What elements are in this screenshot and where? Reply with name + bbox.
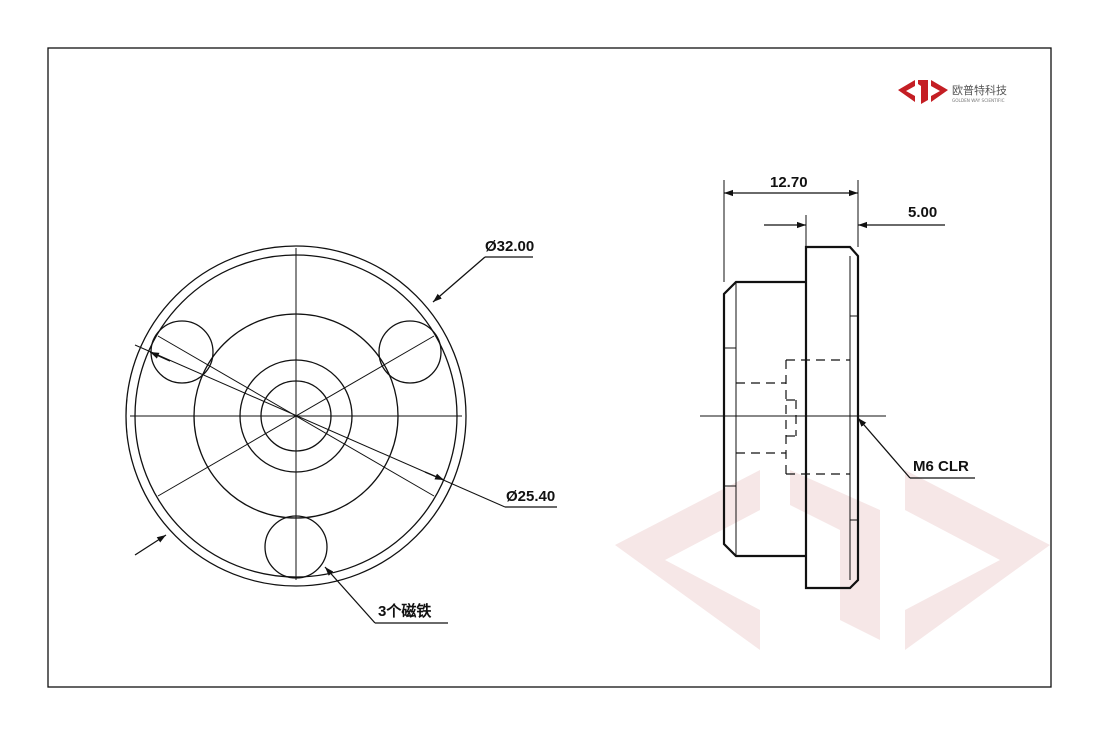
brand-name-cn: 欧普特科技 bbox=[952, 83, 1007, 97]
drawing-frame bbox=[47, 47, 1052, 688]
brand-name-en: GOLDEN WAY SCIENTIFIC bbox=[952, 98, 1005, 103]
hub-outline bbox=[722, 280, 806, 558]
flange-outline bbox=[804, 245, 860, 590]
hole-label: M6 CLR bbox=[913, 458, 969, 475]
total-length-label: 12.70 bbox=[770, 174, 808, 191]
bolt-circle-arrow bbox=[149, 351, 171, 362]
brand-logo: 欧普特科技 GOLDEN WAY SCIENTIFIC bbox=[898, 80, 1007, 104]
side-view: 12.70 5.00 M6 CLR bbox=[700, 174, 975, 590]
bolt-circle-arrow bbox=[424, 471, 445, 481]
magnets-label: 3个磁铁 bbox=[378, 602, 431, 620]
logo-mark-icon bbox=[898, 80, 948, 104]
flange-thickness-label: 5.00 bbox=[908, 204, 937, 221]
bolt-circle-label: Ø25.40 bbox=[506, 488, 555, 505]
hole-leader bbox=[857, 417, 911, 479]
outer-circle bbox=[125, 245, 467, 587]
outer-diameter-label: Ø32.00 bbox=[485, 238, 534, 255]
magnet-hole bbox=[150, 320, 214, 384]
lower-left-extension bbox=[134, 534, 167, 556]
magnets-leader bbox=[324, 566, 376, 624]
magnet-hole bbox=[378, 320, 442, 384]
watermark-logo bbox=[615, 470, 1050, 650]
outer-diameter-leader bbox=[432, 256, 486, 303]
front-view: Ø32.00 Ø25.40 3个磁铁 bbox=[125, 238, 557, 624]
